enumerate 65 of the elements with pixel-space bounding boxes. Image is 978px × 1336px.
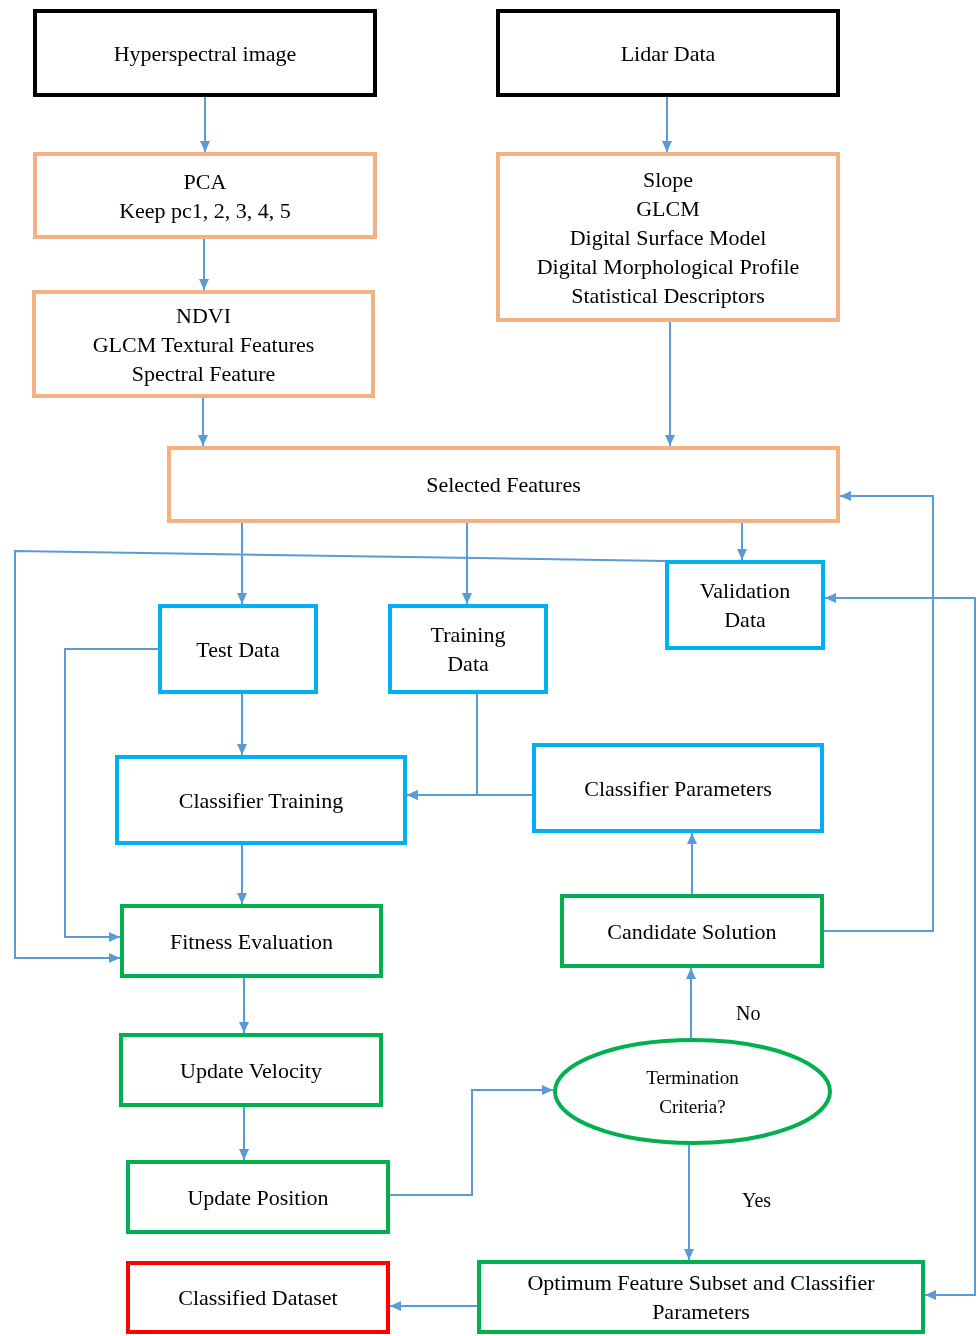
arrow xyxy=(737,522,747,561)
arrow xyxy=(199,238,209,291)
arrow xyxy=(687,832,697,895)
decision-ellipse xyxy=(553,1038,832,1145)
arrow xyxy=(237,522,247,605)
process-box xyxy=(477,1260,925,1334)
arrow xyxy=(239,1106,249,1161)
arrow xyxy=(684,1144,694,1261)
arrow xyxy=(824,593,976,1300)
arrow xyxy=(662,96,672,153)
arrow xyxy=(389,1301,478,1311)
node-text: NDVI xyxy=(176,301,231,330)
process-box xyxy=(532,743,824,833)
process-box xyxy=(158,604,318,694)
arrow xyxy=(14,550,666,963)
node-text: Digital Surface Model xyxy=(569,223,767,252)
node-text: Hyperspectral image xyxy=(113,39,297,68)
arrow xyxy=(389,1085,554,1196)
node-text: Digital Morphological Profile xyxy=(536,252,800,281)
node-text: Classifier Parameters xyxy=(584,774,772,803)
process-box xyxy=(167,446,840,523)
process-box xyxy=(33,152,377,239)
arrow xyxy=(64,648,159,942)
arrow xyxy=(665,321,675,447)
node-text: Validation Data xyxy=(698,577,792,634)
arrow xyxy=(239,977,249,1034)
node-text: Termination Criteria? xyxy=(645,1065,740,1119)
process-box xyxy=(496,152,840,322)
process-box xyxy=(126,1261,390,1334)
node-text: Slope xyxy=(642,165,694,194)
process-box xyxy=(120,904,383,978)
process-box xyxy=(560,894,824,968)
arrow xyxy=(200,96,210,153)
process-box xyxy=(388,604,548,694)
process-box xyxy=(32,290,375,398)
process-box xyxy=(33,9,377,97)
node-text: Training Data xyxy=(429,621,507,678)
arrow xyxy=(406,790,533,800)
node-text: Update Position xyxy=(187,1183,329,1212)
node-text: GLCM Textural Features xyxy=(92,330,315,359)
node-text: PCA xyxy=(183,167,227,196)
arrow xyxy=(237,844,247,905)
node-text: Candidate Solution xyxy=(607,917,777,946)
arrow xyxy=(823,491,934,932)
node-text: Classifier Training xyxy=(178,786,344,815)
node-text: GLCM xyxy=(636,194,700,223)
process-box xyxy=(115,755,407,845)
node-text: Optimum Feature Subset and Classifier Parameters xyxy=(526,1269,876,1326)
node-text: Spectral Feature xyxy=(131,359,276,388)
node-text: Test Data xyxy=(196,635,280,664)
node-text: Selected Features xyxy=(426,471,581,499)
arrow xyxy=(462,522,472,605)
process-box xyxy=(119,1033,383,1107)
process-box xyxy=(126,1160,390,1234)
node-text: Fitness Evaluation xyxy=(169,927,334,956)
node-text: Statistical Descriptors xyxy=(571,281,765,310)
node-text: Keep pc1, 2, 3, 4, 5 xyxy=(119,196,291,225)
node-text: Classified Dataset xyxy=(178,1284,338,1312)
node-text: Lidar Data xyxy=(620,39,716,68)
process-box xyxy=(665,560,825,650)
arrow xyxy=(198,397,208,447)
node-text: Update Velocity xyxy=(180,1056,322,1085)
arrow xyxy=(237,693,247,756)
process-box xyxy=(496,9,840,97)
arrow xyxy=(686,967,696,1039)
